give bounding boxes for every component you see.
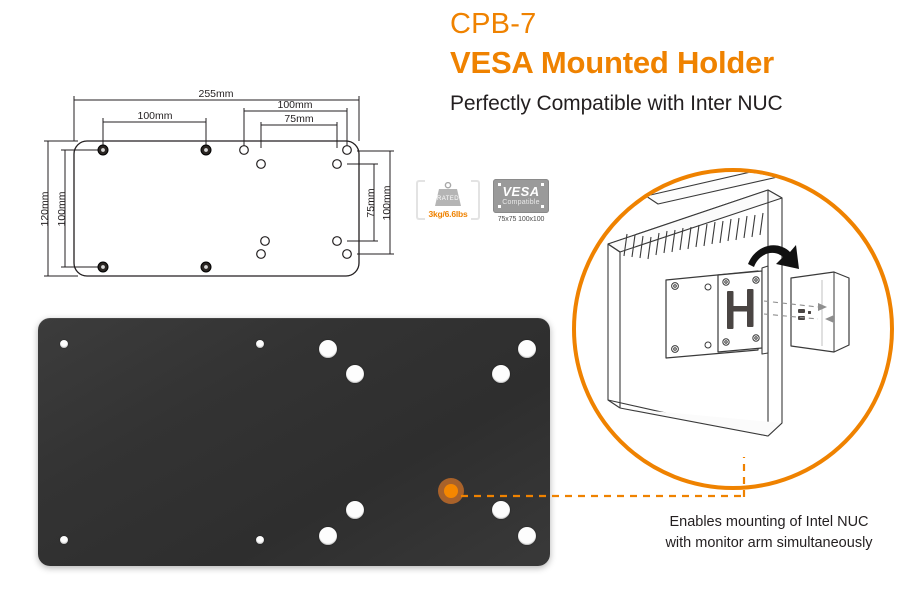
vesa-compatible-badge: VESA Compatible 75x75 100x100 xyxy=(490,177,556,227)
callout-scene-svg xyxy=(607,172,850,437)
mounting-hole xyxy=(346,365,364,383)
adapter-plate-body xyxy=(38,318,550,566)
weight-rating-badge: RATED 3kg/6.6lbs xyxy=(416,176,480,226)
highlighted-mounting-hole xyxy=(438,478,464,504)
product-subtitle: Perfectly Compatible with Inter NUC xyxy=(450,91,783,115)
product-header: CPB-7 VESA Mounted Holder Perfectly Comp… xyxy=(450,8,900,118)
mounting-hole xyxy=(319,340,337,358)
mounting-hole xyxy=(492,365,510,383)
mounting-hole xyxy=(60,340,68,348)
weight-rated-icon: RATED xyxy=(435,182,461,206)
rotation-arrow-icon xyxy=(748,245,799,269)
dimension-drawing-svg: 255mm 100mm 100mm 75mm 120mm 100mm 75mm … xyxy=(39,88,394,277)
vesa-logo-word: VESA xyxy=(502,184,540,199)
mounting-hole xyxy=(60,536,68,544)
page-title: VESA Mounted Holder xyxy=(450,45,775,81)
vesa-hole-group xyxy=(239,145,352,259)
mounting-hole xyxy=(492,501,510,519)
svg-text:RATED: RATED xyxy=(437,196,459,202)
vesa-logo-box: VESA Compatible xyxy=(493,179,549,213)
mounting-hole xyxy=(346,501,364,519)
mounting-hole xyxy=(319,527,337,545)
mounting-hole xyxy=(256,340,264,348)
certification-badges: RATED 3kg/6.6lbs VESA Compatible 75x75 1… xyxy=(416,176,556,232)
dim-label-right-pattern-width-outer: 100mm xyxy=(277,99,312,111)
product-code: CPB-7 xyxy=(450,8,537,40)
dim-label-left-pattern-width: 100mm xyxy=(137,110,172,122)
technical-dimension-drawing: 255mm 100mm 100mm 75mm 120mm 100mm 75mm … xyxy=(18,78,418,288)
vesa-pattern-caption: 75x75 100x100 xyxy=(497,216,545,223)
dim-label-right-pattern-width-inner: 75mm xyxy=(284,113,313,125)
callout-caption-line1: Enables mounting of Intel NUC xyxy=(669,514,869,530)
installation-illustration-callout xyxy=(572,168,894,490)
vesa-tick-bl xyxy=(498,205,501,208)
callout-caption-line2: with monitor arm simultaneously xyxy=(665,535,873,552)
product-photo-adapter-plate xyxy=(38,318,550,566)
mounting-hole xyxy=(518,340,536,358)
dim-label-overall-height: 120mm xyxy=(39,191,51,226)
dim-label-overall-width: 255mm xyxy=(198,88,233,100)
bracket-right-decor xyxy=(471,180,480,220)
vesa-logo-subword: Compatible xyxy=(502,199,540,206)
mounting-hole xyxy=(518,527,536,545)
vesa-tick-br xyxy=(541,205,544,208)
callout-ring xyxy=(572,168,894,490)
bracket-left-decor xyxy=(416,180,425,220)
dim-label-left-pattern-height: 100mm xyxy=(56,191,68,226)
monitor-back-line-art xyxy=(607,172,850,437)
mounting-hole xyxy=(256,536,264,544)
dim-label-right-pattern-height-outer: 100mm xyxy=(381,185,393,220)
vesa-tick-tl xyxy=(498,183,501,186)
screw-hole-group xyxy=(97,144,212,273)
callout-caption: Enables mounting of Intel NUC with monit… xyxy=(628,512,909,554)
weight-rating-value: 3kg/6.6lbs xyxy=(428,209,468,219)
vesa-tick-tr xyxy=(541,183,544,186)
dim-label-right-pattern-height-inner: 75mm xyxy=(365,188,377,217)
